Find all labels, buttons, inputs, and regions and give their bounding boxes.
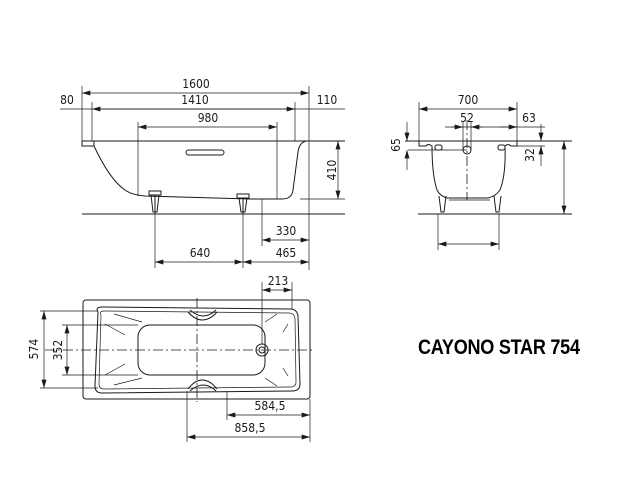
dim-grip-to-end: 584,5 [255,399,286,413]
dim-panel-length: 980 [198,111,219,125]
dim-right-rim: 110 [317,93,338,107]
dim-end-width: 700 [458,93,479,107]
dim-rim-thickness: 32 [523,148,537,162]
dim-overall-length: 1600 [182,77,210,91]
dim-drain-to-end: 330 [276,224,297,238]
dim-foot-spacing: 640 [190,246,211,260]
dim-center-to-end: 858,5 [235,421,266,435]
foot-icon [236,193,250,214]
dim-inner-length: 1410 [181,93,209,107]
dim-foot-to-end: 465 [276,246,297,260]
product-title: CAYONO STAR 754 [418,336,580,359]
dim-rim-offset: 63 [522,111,536,125]
dim-drain-offset: 213 [268,274,289,288]
side-view: 1600 1410 80 110 980 410 330 640 465 [60,77,345,270]
dim-left-rim: 80 [60,93,74,107]
top-view: 213 574 352 584,5 858,5 [27,274,312,442]
dim-rim-depth: 65 [389,138,403,152]
dim-inner-width: 352 [51,340,65,361]
dim-overflow-diameter: 52 [460,111,474,125]
dim-top-width: 574 [27,339,41,360]
foot-icon [148,190,162,214]
end-view: 700 52 63 65 32 [389,93,572,250]
dim-height: 410 [325,160,339,181]
